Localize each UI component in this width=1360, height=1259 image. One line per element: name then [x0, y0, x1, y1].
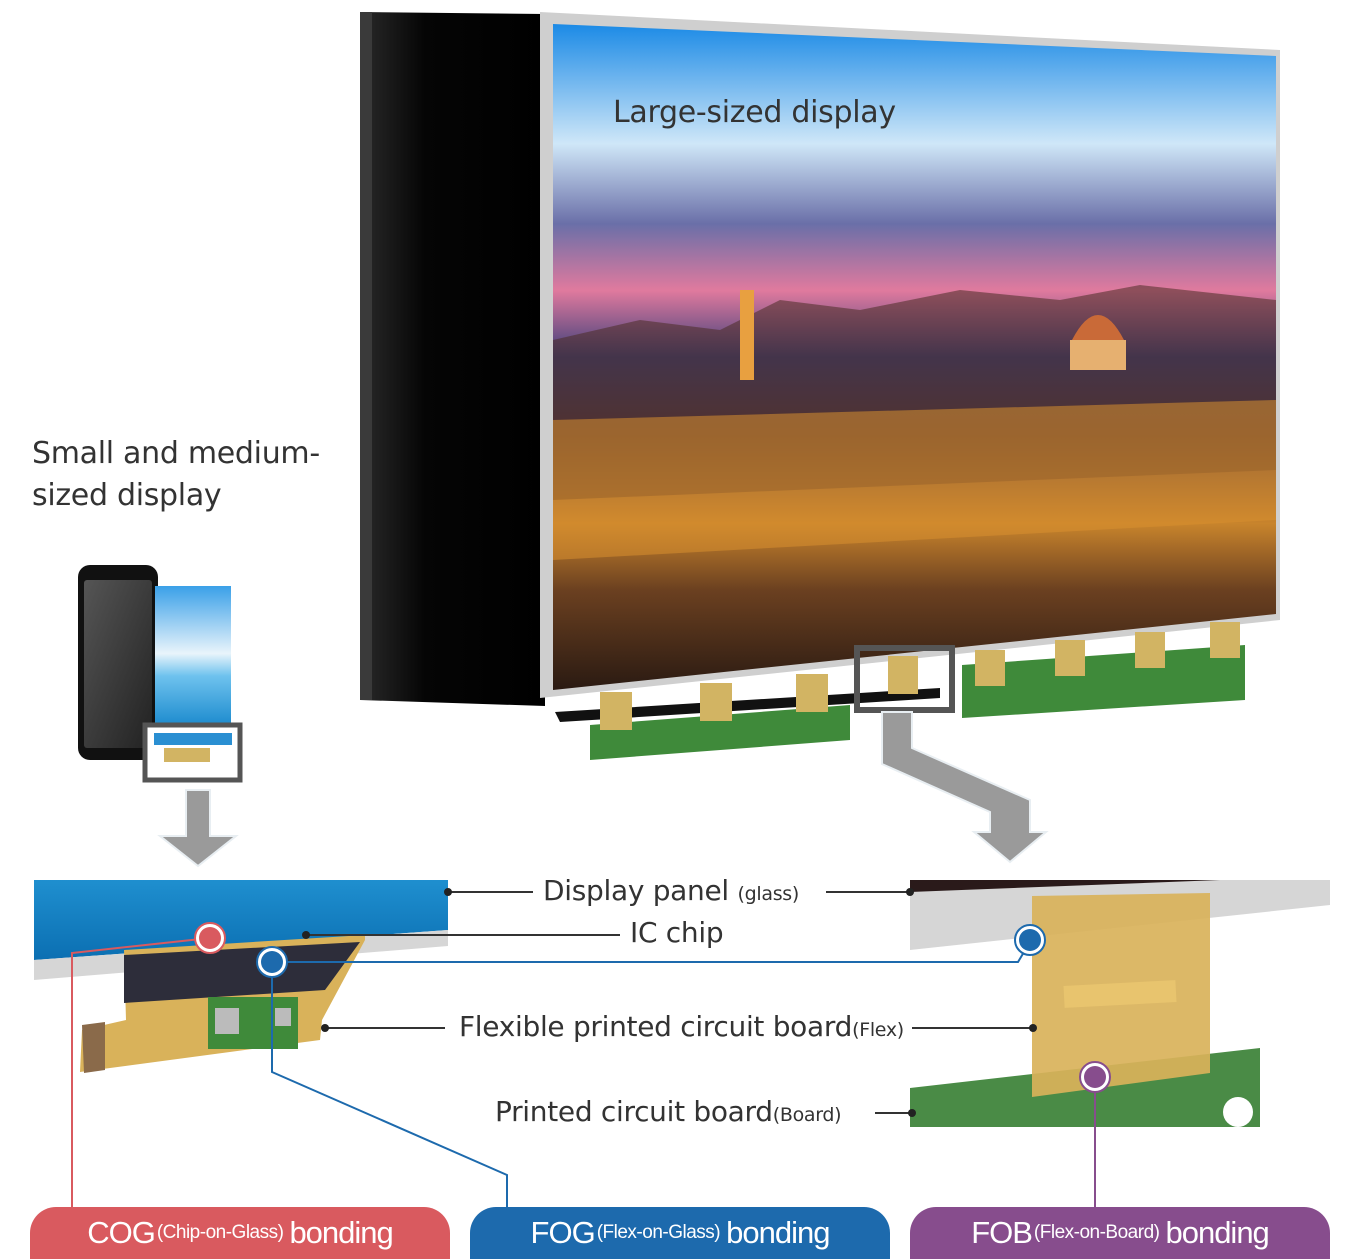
fob-marker	[1079, 1061, 1111, 1093]
board-sub: (Board)	[772, 1104, 842, 1126]
display-panel-sub: (glass)	[737, 883, 800, 905]
fob-suffix: bonding	[1165, 1215, 1269, 1250]
fog-marker-large	[1014, 924, 1046, 956]
cog-callout-line	[71, 937, 211, 1207]
board-main: Printed circuit board	[495, 1095, 773, 1128]
large-zoom-arrow	[881, 711, 1049, 864]
fog-bonding-badge: FOG (Flex-on-Glass) bonding	[470, 1207, 890, 1259]
large-display-panel	[540, 12, 1280, 698]
small-display-title-line2: sized display	[32, 478, 222, 513]
fog-callout-line-a	[271, 962, 508, 1207]
fob-abbr: FOB	[971, 1215, 1033, 1250]
cog-marker	[194, 922, 226, 954]
leader-lines	[306, 891, 1033, 1114]
cog-bonding-badge: COG (Chip-on-Glass) bonding	[30, 1207, 450, 1259]
small-detail	[34, 880, 448, 1073]
cog-full: (Chip-on-Glass)	[156, 1222, 284, 1243]
fog-abbr: FOG	[530, 1215, 596, 1250]
fog-full: (Flex-on-Glass)	[596, 1222, 721, 1243]
ic-chip-label: IC chip	[630, 916, 724, 949]
fog-marker-small	[256, 946, 288, 978]
flex-label: Flexible printed circuit board(Flex)	[459, 1010, 904, 1043]
flex-main: Flexible printed circuit board	[459, 1010, 853, 1043]
board-label: Printed circuit board(Board)	[495, 1095, 842, 1128]
large-detail	[910, 880, 1330, 1127]
fob-full: (Flex-on-Board)	[1033, 1222, 1160, 1243]
large-display-title: Large-sized display	[613, 95, 896, 130]
display-panel-main: Display panel	[543, 874, 729, 907]
large-display-drivers	[555, 622, 1245, 760]
cog-suffix: bonding	[289, 1215, 393, 1250]
large-zoom-frame	[854, 645, 955, 713]
tv-back-panel	[360, 12, 545, 706]
small-zoom-arrow	[157, 789, 239, 868]
small-display-title-line1: Small and medium-	[32, 436, 320, 471]
fog-suffix: bonding	[726, 1215, 830, 1250]
fob-bonding-badge: FOB (Flex-on-Board) bonding	[910, 1207, 1330, 1259]
display-panel-label: Display panel (glass)	[543, 874, 799, 907]
flex-sub: (Flex)	[852, 1019, 904, 1041]
smartphone	[78, 565, 243, 783]
leader-dots	[302, 888, 1037, 1117]
cog-abbr: COG	[87, 1215, 156, 1250]
